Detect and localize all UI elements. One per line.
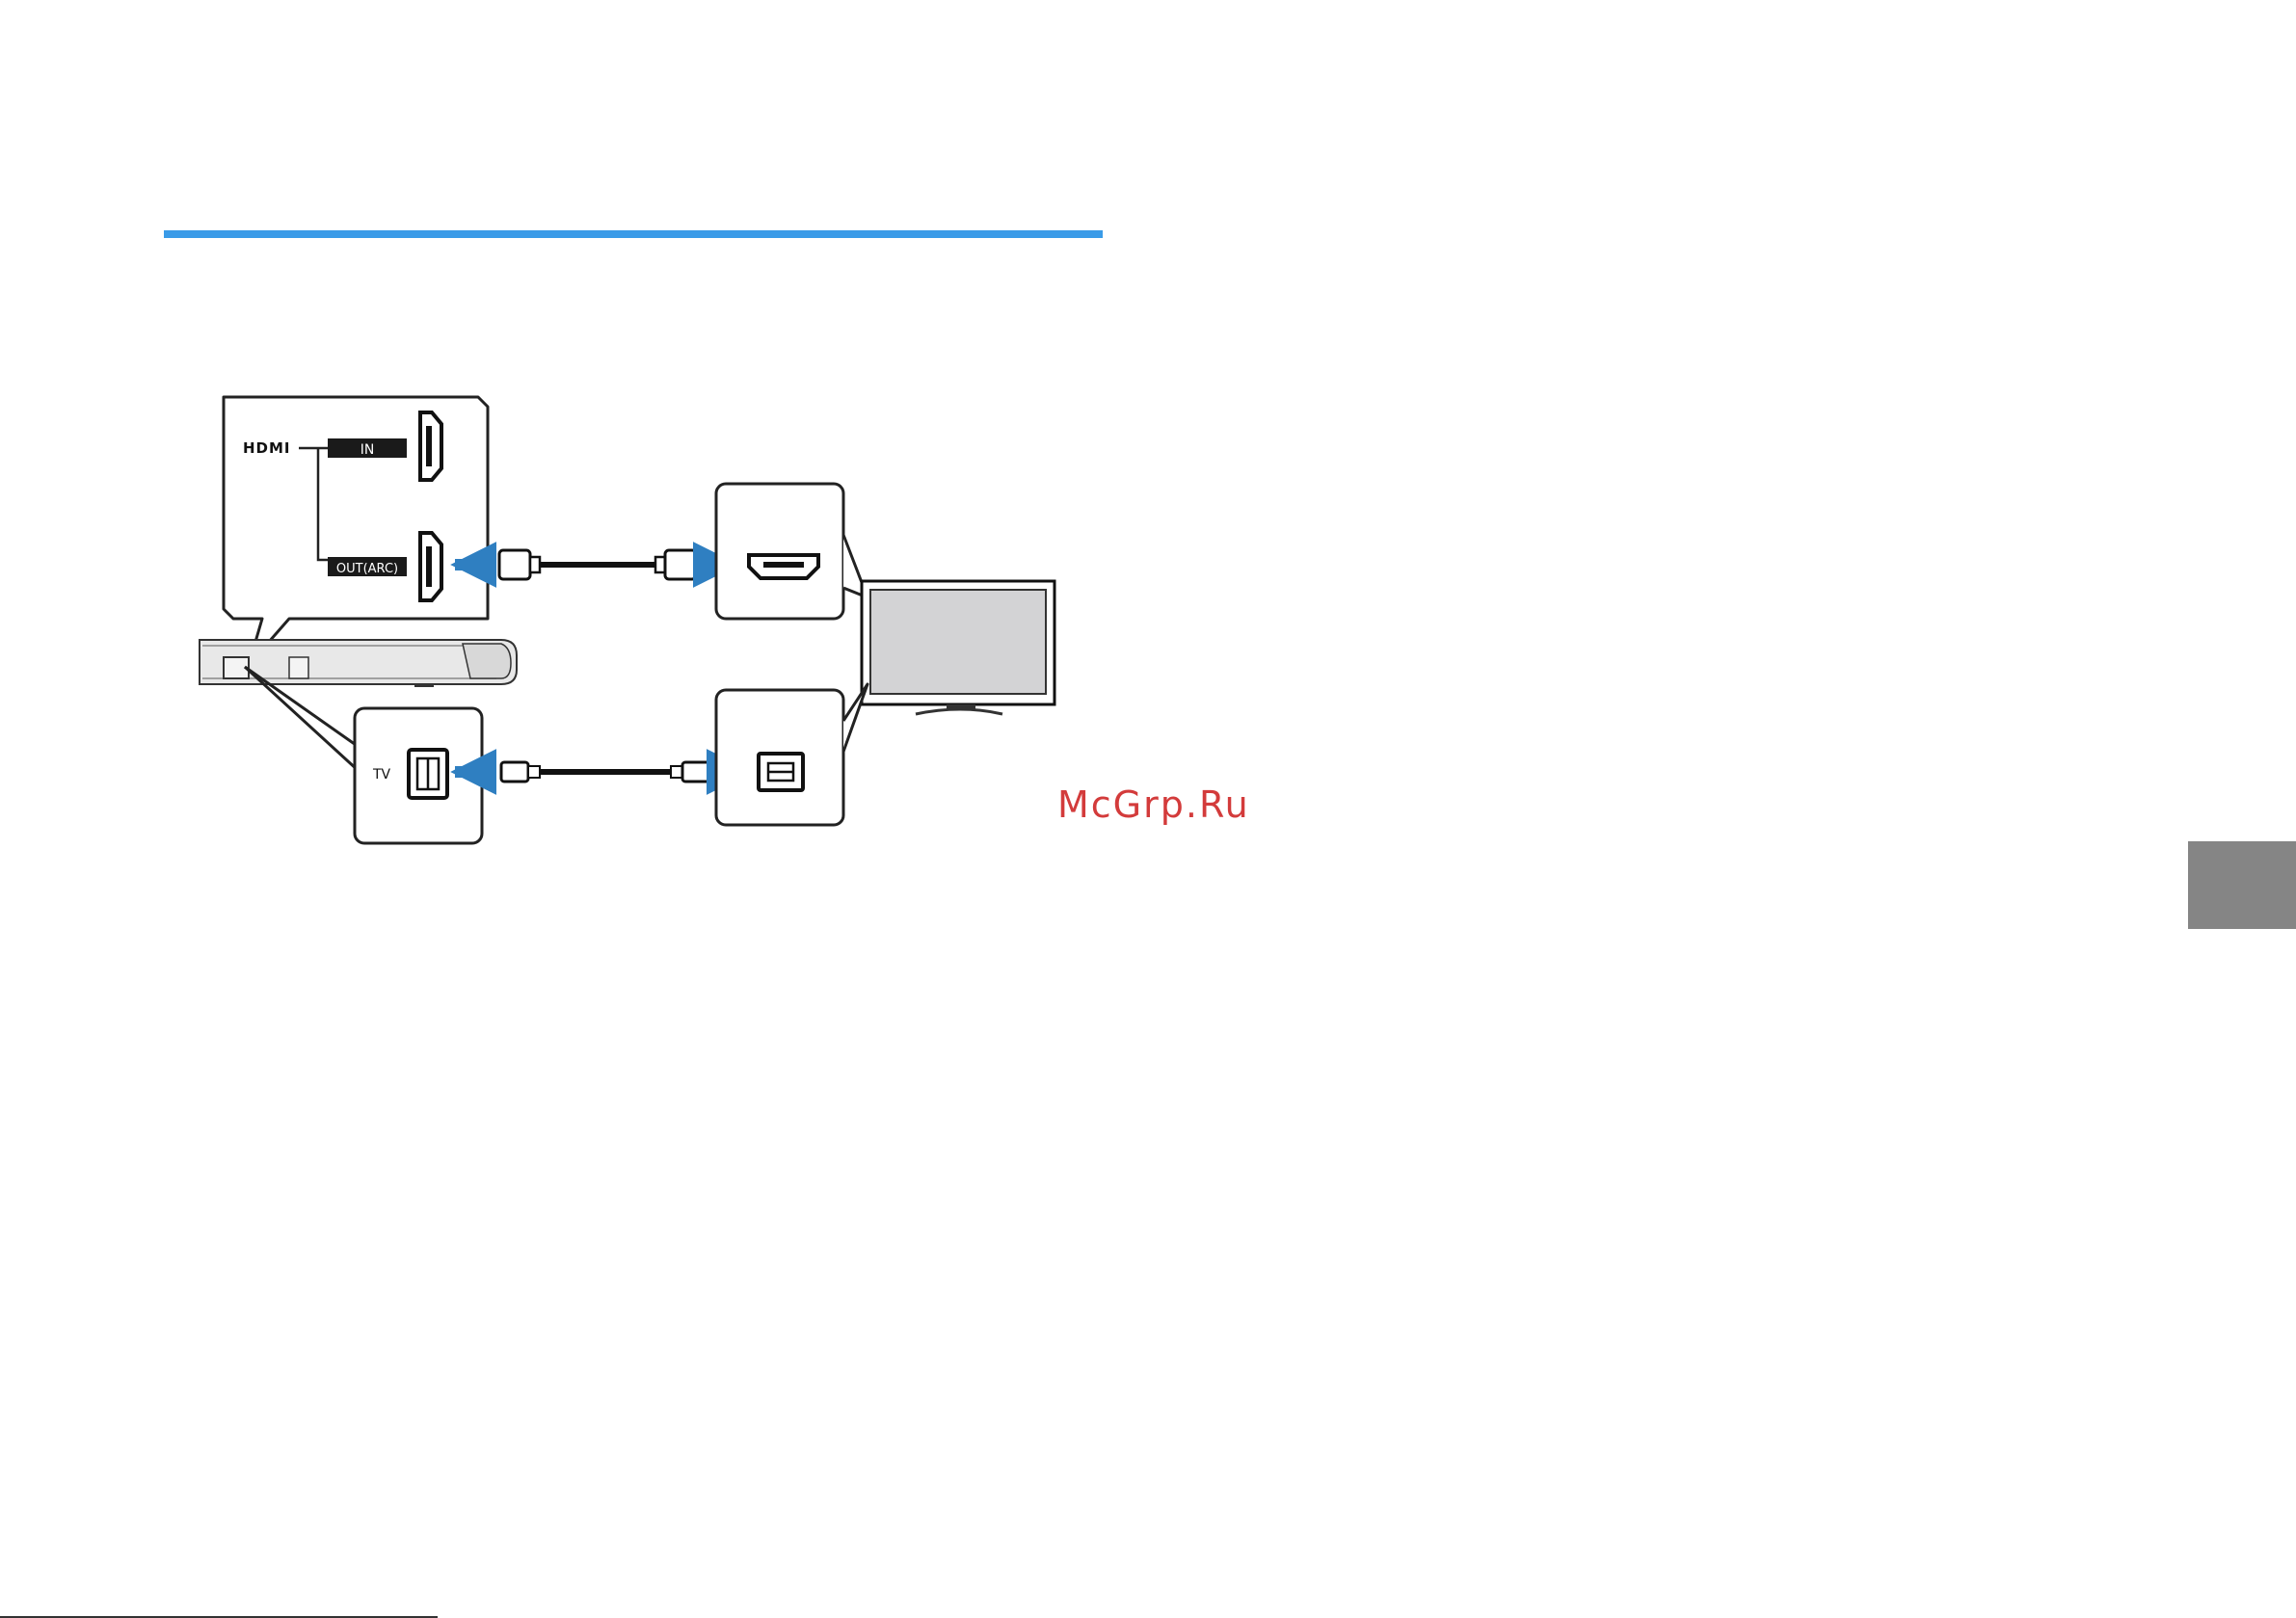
tv-illustration: [862, 581, 1055, 714]
label-in: IN: [360, 442, 375, 458]
optical-port-soundbar: [409, 750, 447, 798]
soundbar-illustration: [200, 640, 517, 687]
hdmi-in-port: [420, 412, 441, 480]
optical-cable: [455, 762, 748, 782]
optical-panel-callout: TV: [245, 667, 482, 843]
side-tab: [2188, 841, 2296, 929]
tv-hdmi-panel-callout: [716, 484, 868, 619]
hdmi-panel-callout: HDMI IN OUT(ARC): [224, 397, 488, 665]
label-out-arc: OUT(ARC): [336, 562, 398, 576]
tv-optical-panel-callout: [716, 684, 868, 825]
tv-hdmi-port: [749, 555, 818, 578]
hdmi-logo: HDMI: [243, 439, 291, 457]
connection-diagram: HDMI IN OUT(ARC): [0, 0, 1272, 867]
label-tv: TV: [372, 767, 391, 782]
hdmi-cable: [455, 550, 734, 579]
tv-optical-port: [759, 754, 803, 790]
watermark: McGrp.Ru: [1057, 783, 1250, 826]
hdmi-out-arc-port: [420, 533, 441, 600]
